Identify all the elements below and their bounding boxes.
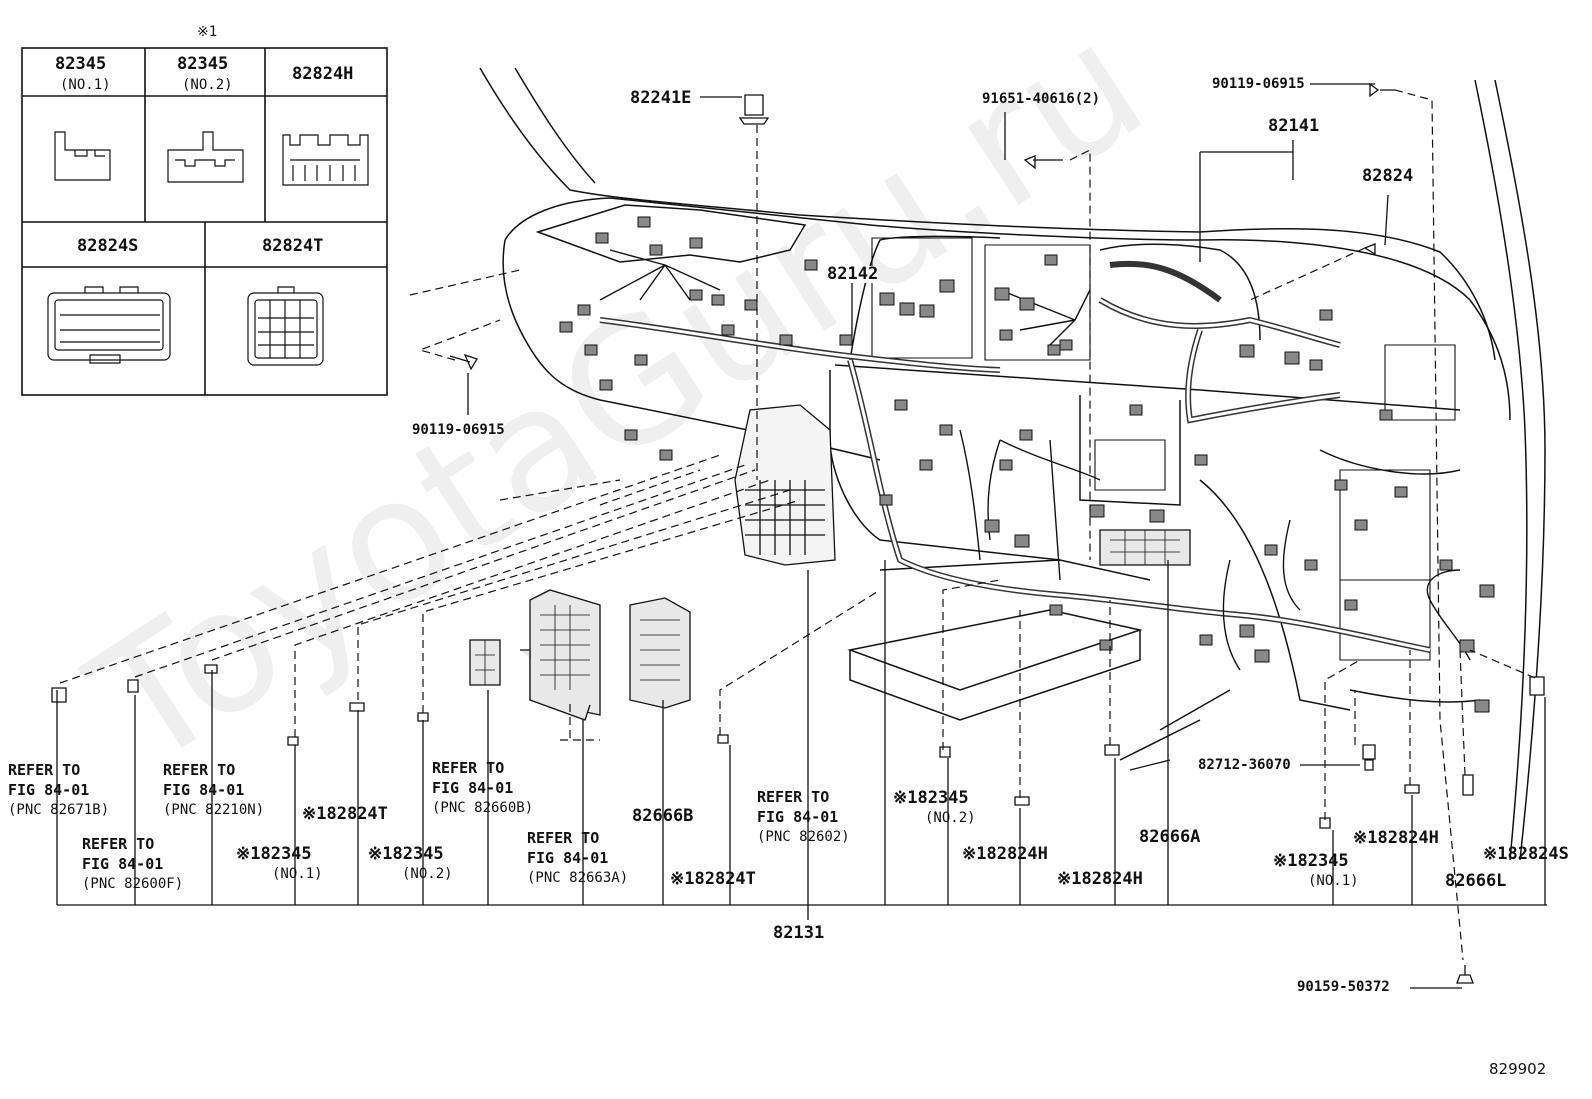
- label-82345-no1-a: ※182345: [236, 844, 312, 864]
- refer-pnc: (PNC 82663A): [527, 869, 629, 886]
- label-82131: 82131: [773, 923, 825, 943]
- legend-part-82824t: 82824T: [262, 236, 324, 256]
- label-82345-no2-a: ※182345: [368, 844, 444, 864]
- figure-code: 829902: [1489, 1060, 1547, 1078]
- label-82241e: 82241E: [630, 88, 692, 108]
- label-82824s: ※182824S: [1483, 844, 1569, 864]
- legend-part-82824s: 82824S: [77, 236, 139, 256]
- label-82345-no1-b-sub: (NO.1): [1308, 873, 1359, 889]
- label-90159-50372: 90159-50372: [1297, 979, 1390, 995]
- refer-82210n: REFER TO FIG 84-01 (PNC 82210N): [163, 760, 264, 819]
- label-82345-no1-b: ※182345: [1273, 851, 1349, 871]
- legend-part-82345-no2: 82345: [177, 54, 229, 74]
- legend-note-mark: ※1: [197, 24, 218, 40]
- refer-line-1: REFER TO: [163, 761, 236, 779]
- refer-line-2: FIG 84-01: [757, 808, 839, 827]
- solid-leaders: [56, 83, 1547, 989]
- refer-line-2: FIG 84-01: [8, 781, 90, 800]
- refer-line-1: REFER TO: [757, 788, 830, 806]
- label-82666l: 82666L: [1445, 871, 1507, 891]
- refer-82600f: REFER TO FIG 84-01 (PNC 82600F): [82, 834, 183, 893]
- refer-82663a: REFER TO FIG 84-01 (PNC 82663A): [527, 828, 628, 887]
- label-82824: 82824: [1362, 166, 1414, 186]
- refer-line-2: FIG 84-01: [163, 781, 245, 800]
- legend-box: [21, 47, 388, 396]
- junction-block-sketch: [734, 404, 836, 566]
- relay-grid-lines: [475, 530, 1180, 690]
- wire-harness: [599, 260, 1431, 653]
- label-82345-no1-a-sub: (NO.1): [272, 866, 323, 882]
- wire-branches: [599, 249, 1471, 671]
- refer-pnc: (PNC 82602): [757, 828, 850, 845]
- refer-line-2: FIG 84-01: [432, 779, 514, 798]
- refer-82660b: REFER TO FIG 84-01 (PNC 82660B): [432, 758, 533, 817]
- refer-82671b: REFER TO FIG 84-01 (PNC 82671B): [8, 760, 109, 819]
- label-82824h-c: ※182824H: [1353, 828, 1439, 848]
- relay-block-sketches: [469, 529, 1191, 721]
- refer-pnc: (PNC 82671B): [8, 801, 110, 818]
- label-82824h-a: ※182824H: [962, 844, 1048, 864]
- label-90119-06915-left: 90119-06915: [412, 422, 505, 438]
- label-82824h-b: ※182824H: [1057, 869, 1143, 889]
- label-82712-36070: 82712-36070: [1198, 757, 1291, 773]
- refer-line-2: FIG 84-01: [527, 849, 609, 868]
- label-82824t-b: ※182824T: [670, 869, 756, 889]
- legend-sub-no1: (NO.1): [60, 77, 111, 93]
- label-82666a: 82666A: [1139, 827, 1201, 847]
- legend-part-82345-no1: 82345: [55, 54, 107, 74]
- dashed-leaders: [59, 89, 1536, 961]
- refer-line-1: REFER TO: [8, 761, 81, 779]
- harness-connectors: [559, 216, 1495, 713]
- fastener-glyphs: [51, 82, 1545, 984]
- label-82142: 82142: [827, 264, 879, 284]
- label-82666b: 82666B: [632, 806, 694, 826]
- refer-line-2: FIG 84-01: [82, 855, 164, 874]
- refer-82602: REFER TO FIG 84-01 (PNC 82602): [757, 787, 850, 846]
- wire-harness-inner: [599, 298, 1431, 652]
- label-82824t-a: ※182824T: [302, 804, 388, 824]
- refer-pnc: (PNC 82600F): [82, 875, 184, 892]
- label-90119-06915-top: 90119-06915: [1212, 76, 1305, 92]
- label-82345-no2-b: ※182345: [893, 788, 969, 808]
- refer-pnc: (PNC 82210N): [163, 801, 265, 818]
- label-91651-40616: 91651-40616(2): [982, 91, 1101, 107]
- legend-part-82824h: 82824H: [292, 64, 354, 84]
- label-82345-no2-b-sub: (NO.2): [925, 810, 976, 826]
- label-82345-no2-a-sub: (NO.2): [402, 866, 453, 882]
- refer-pnc: (PNC 82660B): [432, 799, 534, 816]
- legend-connector-sketches: [47, 131, 369, 366]
- label-82141: 82141: [1268, 116, 1320, 136]
- refer-line-1: REFER TO: [527, 829, 600, 847]
- legend-sub-no2: (NO.2): [182, 77, 233, 93]
- refer-line-1: REFER TO: [432, 759, 505, 777]
- refer-line-1: REFER TO: [82, 835, 155, 853]
